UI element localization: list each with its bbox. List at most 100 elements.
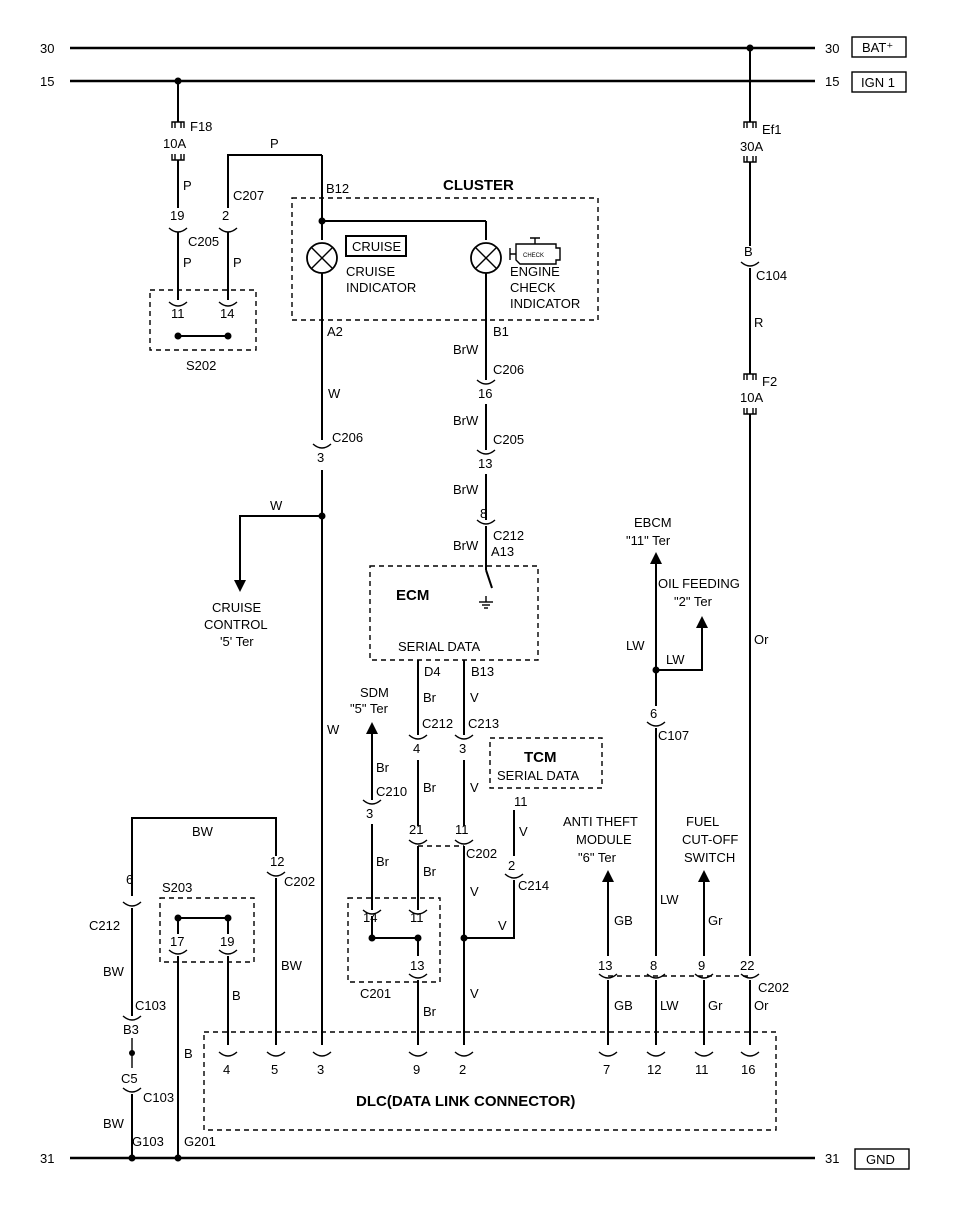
bat-rail: 30 30 BAT⁺	[40, 36, 907, 58]
svg-text:P: P	[183, 178, 192, 193]
cruise-indicator-lamp	[306, 242, 338, 274]
svg-text:CONTROL: CONTROL	[204, 617, 268, 632]
svg-text:INDICATOR: INDICATOR	[346, 280, 416, 295]
svg-text:9: 9	[698, 958, 705, 973]
f18-fuse-name: F18	[190, 119, 212, 134]
svg-text:CHECK: CHECK	[523, 253, 544, 259]
svg-text:15: 15	[40, 74, 54, 89]
svg-text:SWITCH: SWITCH	[684, 850, 735, 865]
svg-text:OIL FEEDING: OIL FEEDING	[658, 576, 740, 591]
f18-fuse-rating: 10A	[163, 136, 186, 151]
bw-circuit: BW 12 C202 BW 6 C212 BW C103 B3 C5 C103 …	[89, 817, 315, 1162]
svg-text:7: 7	[603, 1062, 610, 1077]
dlc-title: DLC(DATA LINK CONNECTOR)	[356, 1093, 575, 1110]
gb-circuit: ANTI THEFT MODULE "6" Ter GB 13 GB	[563, 814, 638, 1045]
f2-fuse-name: F2	[762, 374, 777, 389]
svg-text:'5' Ter: '5' Ter	[220, 634, 254, 649]
svg-text:8: 8	[480, 506, 487, 521]
svg-text:Br: Br	[423, 1004, 437, 1019]
svg-text:B: B	[744, 244, 753, 259]
dlc-connector: 4 5 3 9 2 7 12 11 16 DLC(DATA LINK CONNE…	[203, 1031, 777, 1131]
svg-text:6: 6	[126, 872, 133, 887]
v-circuit: V C213 3 V 11 C202 V V V	[418, 660, 515, 1045]
ef1-circuit: Ef1 30A B C104 R F2 10A Or 22 Or	[740, 44, 787, 1045]
svg-text:11: 11	[695, 1062, 709, 1077]
svg-text:Br: Br	[423, 780, 437, 795]
svg-text:19: 19	[170, 208, 184, 223]
svg-text:16: 16	[741, 1062, 755, 1077]
tcm-serial-data: SERIAL DATA	[497, 768, 579, 783]
svg-text:CRUISE: CRUISE	[346, 264, 395, 279]
svg-text:A13: A13	[491, 544, 514, 559]
svg-text:CUT-OFF: CUT-OFF	[682, 832, 738, 847]
gnd-label: GND	[866, 1152, 895, 1167]
svg-text:22: 22	[740, 958, 754, 973]
svg-text:C214: C214	[518, 878, 549, 893]
svg-text:C206: C206	[332, 430, 363, 445]
svg-text:GB: GB	[614, 998, 633, 1013]
svg-text:12: 12	[270, 854, 284, 869]
svg-text:BW: BW	[281, 958, 303, 973]
ecm-title: ECM	[396, 587, 429, 604]
svg-text:C212: C212	[422, 716, 453, 731]
svg-text:C202: C202	[758, 980, 789, 995]
s202-label: S202	[186, 358, 216, 373]
svg-text:R: R	[754, 315, 763, 330]
svg-text:13: 13	[410, 958, 424, 973]
svg-text:11: 11	[410, 910, 424, 925]
svg-text:B3: B3	[123, 1022, 139, 1037]
svg-text:2: 2	[222, 208, 229, 223]
svg-text:C107: C107	[658, 728, 689, 743]
ef1-fuse-name: Ef1	[762, 122, 782, 137]
svg-text:Gr: Gr	[708, 998, 723, 1013]
svg-text:11: 11	[455, 822, 469, 837]
bat-label: BAT⁺	[862, 40, 893, 55]
svg-text:C104: C104	[756, 268, 787, 283]
svg-text:14: 14	[363, 910, 377, 925]
ign-rail: 15 15 IGN 1	[40, 71, 907, 93]
svg-text:W: W	[328, 386, 341, 401]
svg-text:Or: Or	[754, 632, 769, 647]
svg-text:17: 17	[170, 934, 184, 949]
svg-text:Br: Br	[376, 760, 390, 775]
c201-label: C201	[360, 986, 391, 1001]
ef1-fuse-rating: 30A	[740, 139, 763, 154]
svg-text:C212: C212	[89, 918, 120, 933]
svg-text:16: 16	[478, 386, 492, 401]
engine-check-indicator-lamp	[470, 242, 502, 274]
svg-text:P: P	[183, 255, 192, 270]
svg-text:BrW: BrW	[453, 413, 479, 428]
svg-text:B12: B12	[326, 181, 349, 196]
tcm: TCM SERIAL DATA 11 V 2 C214	[489, 737, 603, 893]
svg-text:21: 21	[409, 822, 423, 837]
svg-text:C210: C210	[376, 784, 407, 799]
svg-text:C5: C5	[121, 1071, 138, 1086]
s203-label: S203	[162, 880, 192, 895]
svg-text:C202: C202	[284, 874, 315, 889]
svg-text:6: 6	[650, 706, 657, 721]
svg-text:11: 11	[514, 794, 528, 809]
svg-text:31: 31	[40, 1151, 54, 1166]
svg-text:B: B	[184, 1046, 193, 1061]
svg-text:11: 11	[171, 306, 185, 321]
svg-text:3: 3	[366, 806, 373, 821]
svg-text:14: 14	[220, 306, 234, 321]
svg-text:LW: LW	[666, 652, 685, 667]
svg-text:GB: GB	[614, 913, 633, 928]
svg-text:ANTI THEFT: ANTI THEFT	[563, 814, 638, 829]
svg-text:Br: Br	[376, 854, 390, 869]
svg-text:Br: Br	[423, 690, 437, 705]
svg-text:V: V	[498, 918, 507, 933]
svg-text:12: 12	[647, 1062, 661, 1077]
svg-text:BW: BW	[103, 1116, 125, 1131]
svg-text:V: V	[519, 824, 528, 839]
f18-circuit: F18 10A P 19 C205 P P 2 C207 P 11 14 S20…	[149, 77, 322, 373]
svg-text:A2: A2	[327, 324, 343, 339]
svg-text:D4: D4	[424, 664, 441, 679]
svg-text:W: W	[270, 498, 283, 513]
svg-text:C207: C207	[233, 188, 264, 203]
tcm-title: TCM	[524, 749, 557, 766]
gr-circuit: FUEL CUT-OFF SWITCH Gr 9 Gr	[682, 814, 738, 1045]
svg-text:"2" Ter: "2" Ter	[674, 594, 713, 609]
